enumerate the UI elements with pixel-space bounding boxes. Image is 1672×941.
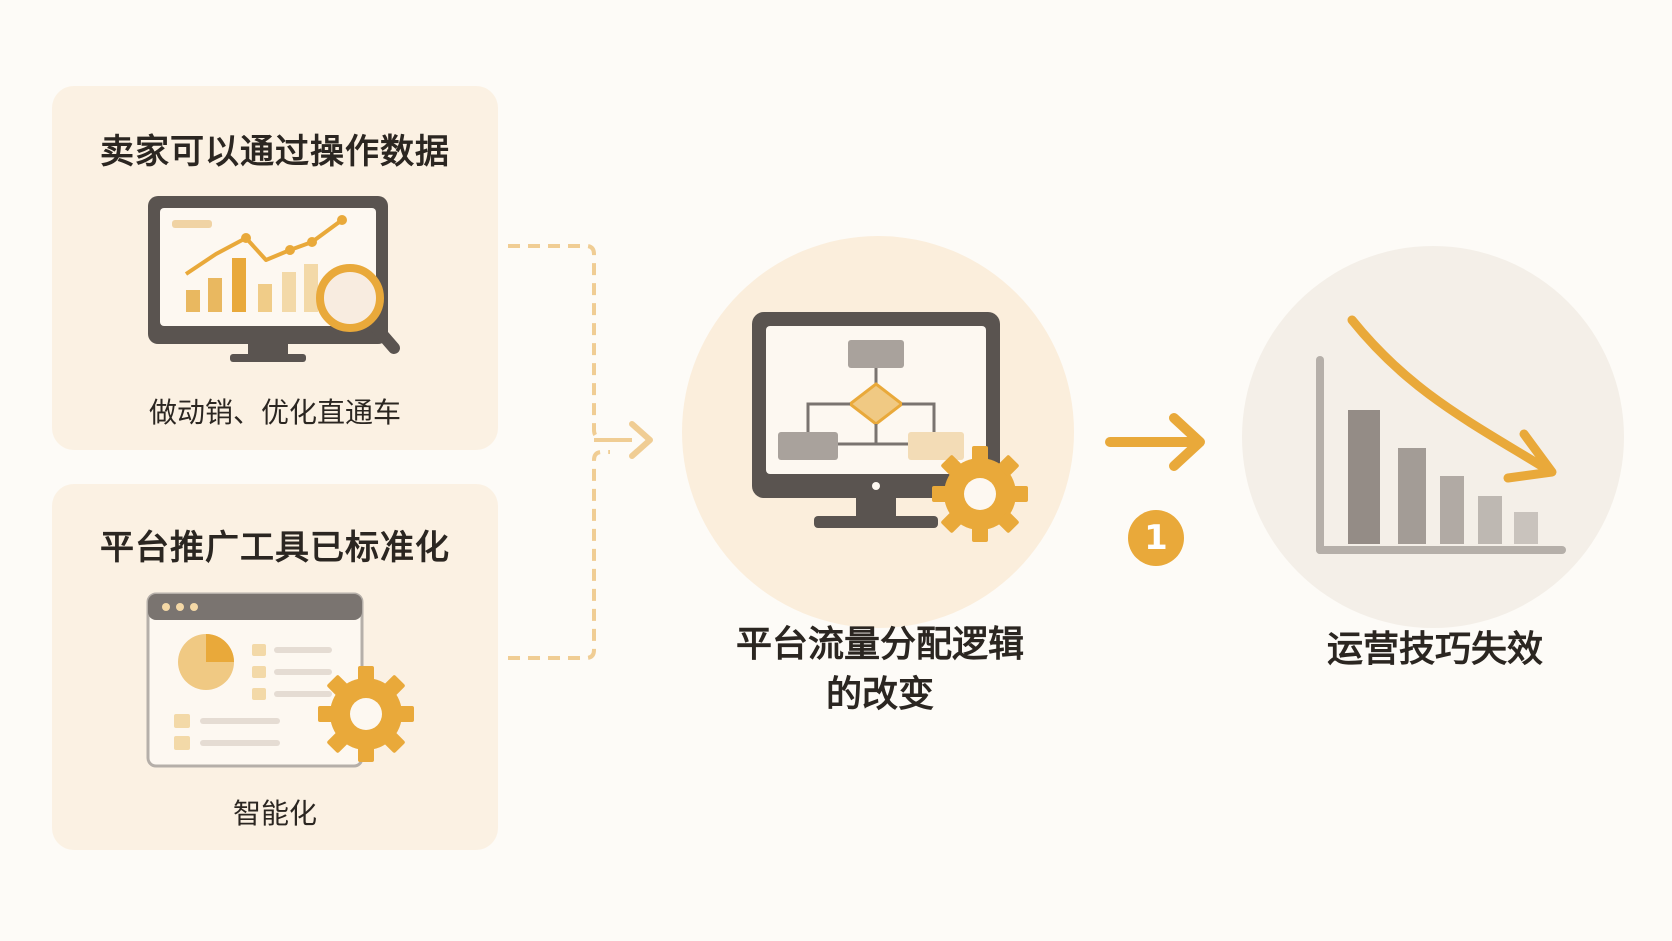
center-node-label: 平台流量分配逻辑 的改变: [700, 620, 1060, 720]
result-node-label: 运营技巧失效: [1326, 629, 1543, 670]
center-label-line2: 的改变: [825, 674, 934, 715]
cause-card-data-ops: 卖家可以通过操作数据 做动销、优化直通车: [52, 86, 498, 450]
dashboard-gear-icon: [146, 592, 414, 768]
center-label-line1: 平台流量分配逻辑: [735, 624, 1024, 665]
result-node-circle: [1242, 246, 1624, 628]
cause-card-title: 平台推广工具已标准化: [100, 528, 450, 568]
cause-card-tools: 平台推广工具已标准化: [52, 484, 498, 850]
step-number-badge: 1: [1128, 510, 1184, 566]
cause-card-caption: 做动销、优化直通车: [148, 396, 401, 429]
cause-card-title: 卖家可以通过操作数据: [100, 132, 450, 172]
monitor-chart-magnifier-icon: [148, 196, 400, 362]
arrow-right-icon: [1105, 413, 1205, 471]
bracket-connector: [508, 244, 653, 660]
monitor-flowchart-gear-icon: [752, 312, 1028, 542]
declining-bar-chart-icon: [1316, 315, 1566, 554]
cause-card-caption: 智能化: [232, 797, 317, 830]
